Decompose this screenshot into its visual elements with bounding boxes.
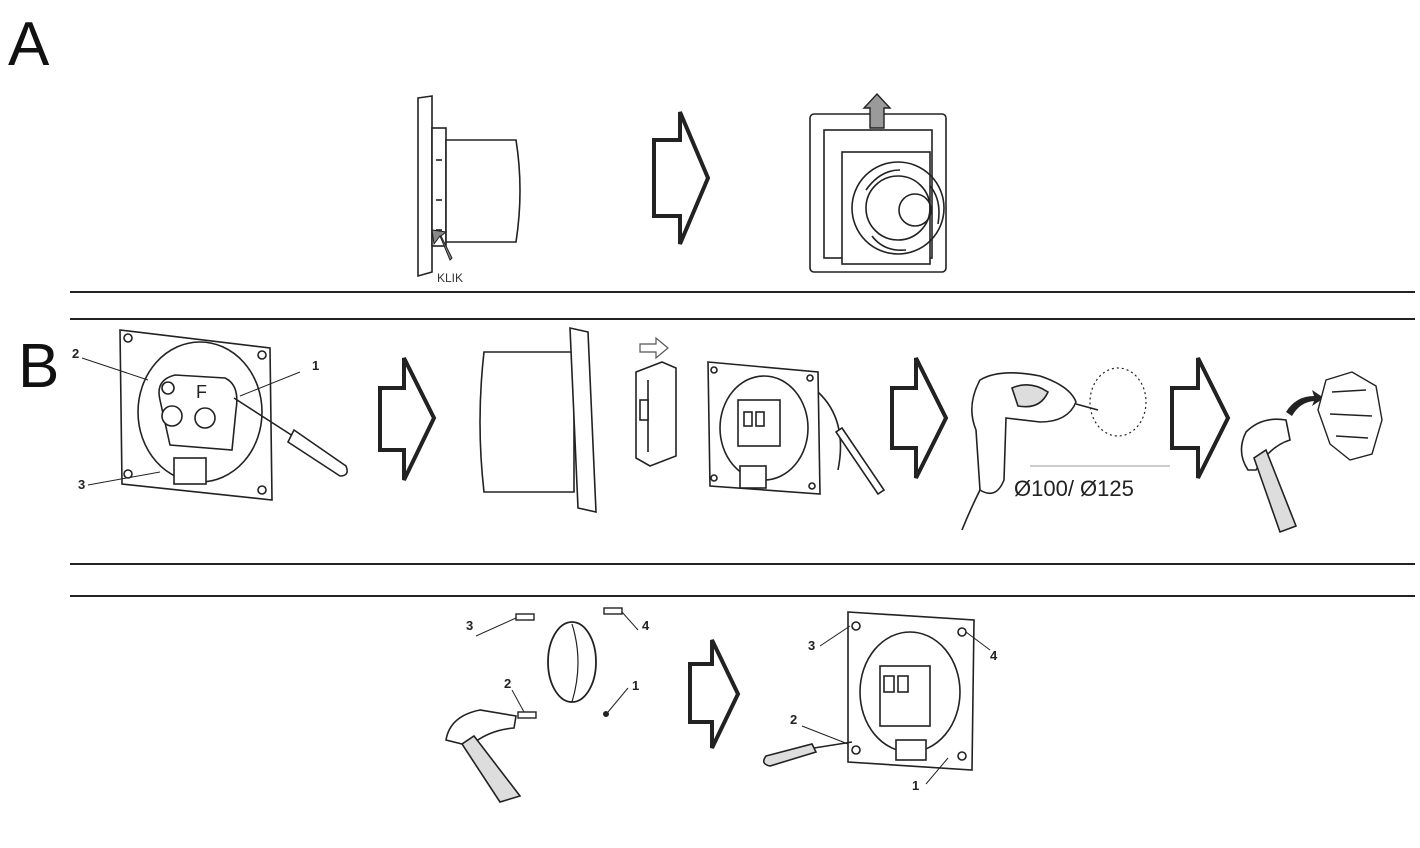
screw-hole-dot (603, 711, 609, 717)
screwdriver-icon (233, 397, 348, 477)
callout-number: 1 (912, 778, 919, 793)
arrow-up-icon (862, 92, 892, 129)
fan-mounted (707, 361, 886, 496)
section-letter-a: A (8, 10, 50, 79)
section-letter-b: B (18, 332, 60, 401)
arrow-right-icon (639, 336, 669, 360)
callout-number: 1 (632, 678, 639, 693)
step-arrow-b2 (890, 357, 949, 479)
divider-line (70, 318, 1415, 320)
callout-number: 3 (466, 618, 473, 633)
divider-line (70, 595, 1415, 597)
screwdriver-icon (762, 741, 853, 767)
klik-label: KLIK (437, 271, 463, 285)
step-arrow-b1 (378, 357, 437, 481)
fan-side-view (417, 95, 521, 278)
hammer-icon (1240, 418, 1298, 534)
step-arrow-a (652, 111, 711, 245)
callout-number: 2 (790, 712, 797, 727)
klik-arrow (431, 229, 453, 261)
callout-number: 4 (990, 648, 998, 663)
row-b-callouts (81, 357, 301, 486)
wall-hole-circle (547, 621, 597, 703)
fan-front-view (809, 113, 947, 273)
row-c-fan-callouts (801, 625, 991, 785)
callout-number: 3 (78, 477, 85, 492)
wall-hole-edge (571, 623, 579, 703)
hammer-icon (445, 709, 522, 803)
motor-module (635, 361, 677, 467)
fan-installed (847, 611, 975, 771)
callout-number: 2 (504, 676, 511, 691)
wall-plug-icon (515, 607, 623, 719)
callout-number: 3 (808, 638, 815, 653)
fan-housing (479, 326, 597, 514)
step-arrow-c (688, 639, 741, 749)
fan-letter-f: F (196, 382, 207, 402)
callout-number: 2 (72, 346, 79, 361)
callout-number: 1 (312, 358, 319, 373)
diameter-label: Ø100/ Ø125 (1014, 476, 1134, 501)
curved-arrow-icon (1286, 390, 1324, 416)
divider-line (70, 563, 1415, 565)
drill-hole-circle (1089, 367, 1147, 437)
fan-back-view (119, 329, 273, 501)
drill-icon (961, 372, 1099, 531)
row-c-parts-callouts (475, 611, 639, 713)
divider-line (70, 291, 1415, 293)
broken-wall-icon (1317, 371, 1383, 461)
step-arrow-b3 (1170, 357, 1231, 479)
callout-number: 4 (642, 618, 650, 633)
